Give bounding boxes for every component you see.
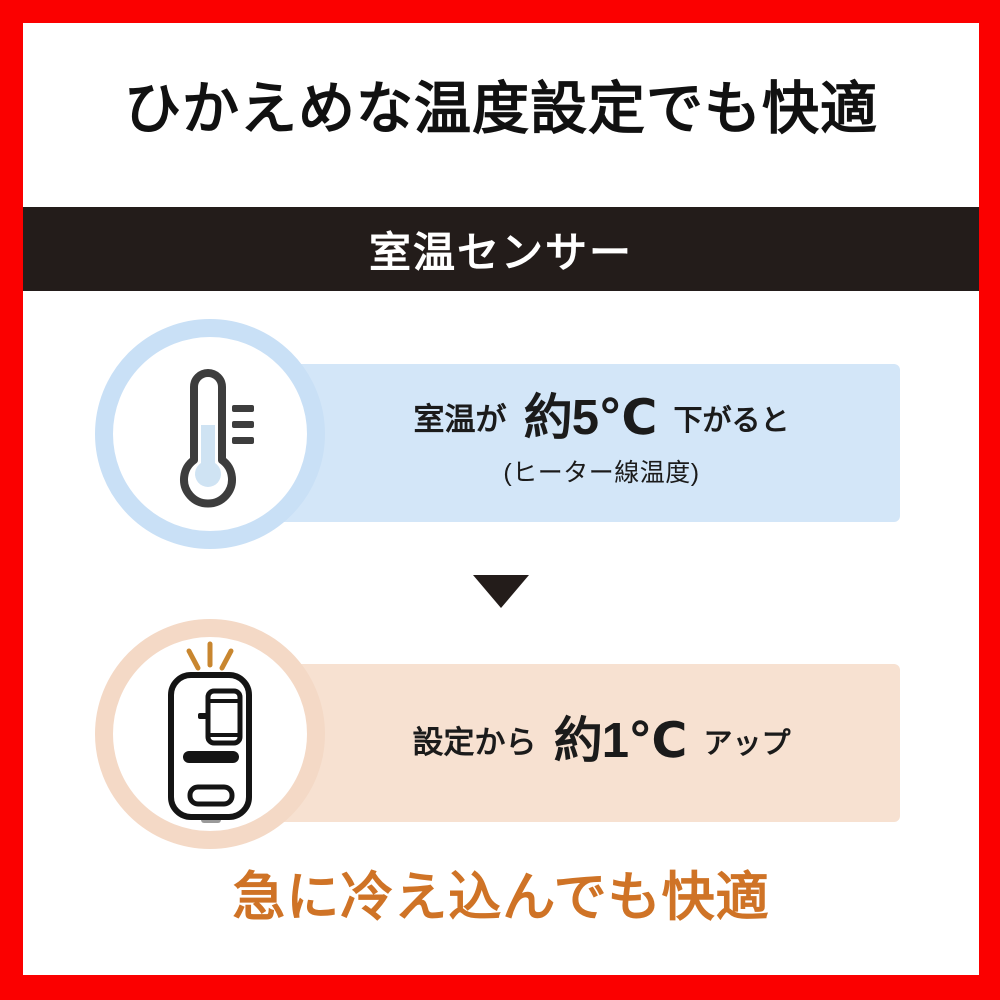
step-room-temp-drop: 室温が 約5℃ 下がると (ヒーター線温度) (23, 319, 979, 549)
step-main-line: 室温が 約5℃ 下がると (303, 394, 900, 443)
step-icon-circle-peach (95, 619, 325, 849)
step-suffix: 下がると (673, 405, 790, 437)
thermometer-icon (113, 337, 307, 531)
content-stage: ひかえめな温度設定でも快適 室温センサー (23, 23, 979, 975)
step-setting-up: 設定から 約1℃ アップ (23, 619, 979, 849)
step-band-text-peach: 設定から 約1℃ アップ (303, 717, 900, 766)
footer-tagline: 急に冷え込んでも快適 (232, 868, 770, 927)
step-unit: ℃ (597, 391, 657, 445)
step-suffix: アップ (703, 728, 791, 760)
step-prefix: 室温が (413, 402, 507, 437)
step-value: 約5 (523, 391, 599, 445)
step-main-line: 設定から 約1℃ アップ (303, 717, 900, 766)
frame-border-right (979, 0, 1000, 1000)
page-title: ひかえめな温度設定でも快適 (124, 77, 878, 141)
step-value: 約1 (553, 714, 629, 768)
step-band-text-blue: 室温が 約5℃ 下がると (ヒーター線温度) (303, 394, 900, 486)
section-banner-label: 室温センサー (368, 228, 633, 276)
step-icon-circle-blue (95, 319, 325, 549)
section-banner: 室温センサー (23, 207, 979, 291)
frame-border-top (0, 0, 1000, 23)
controller-icon (113, 637, 307, 831)
step-sub-line: (ヒーター線温度) (503, 459, 700, 487)
frame-border-left (0, 0, 23, 1000)
step-prefix: 設定から (412, 725, 537, 760)
down-arrow-icon (473, 575, 529, 608)
frame-border-bottom (0, 975, 1000, 1000)
step-unit: ℃ (627, 714, 687, 768)
